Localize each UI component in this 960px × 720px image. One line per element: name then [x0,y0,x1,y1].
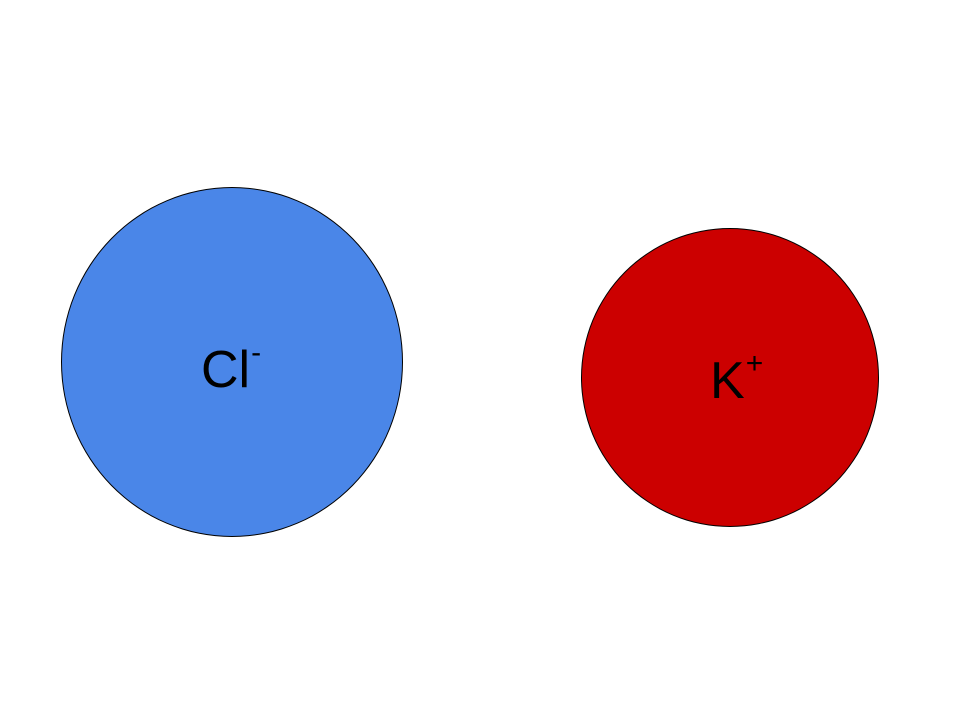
chloride-ion-circle [61,187,403,537]
potassium-ion-symbol: K [710,352,745,410]
chloride-ion-symbol: Cl [201,341,251,399]
potassium-ion-charge: + [745,347,764,380]
potassium-ion-label: K+ [710,349,763,410]
chloride-ion-label: Cl- [201,338,261,399]
chloride-ion-charge: - [251,336,262,369]
potassium-ion-circle [581,228,879,527]
